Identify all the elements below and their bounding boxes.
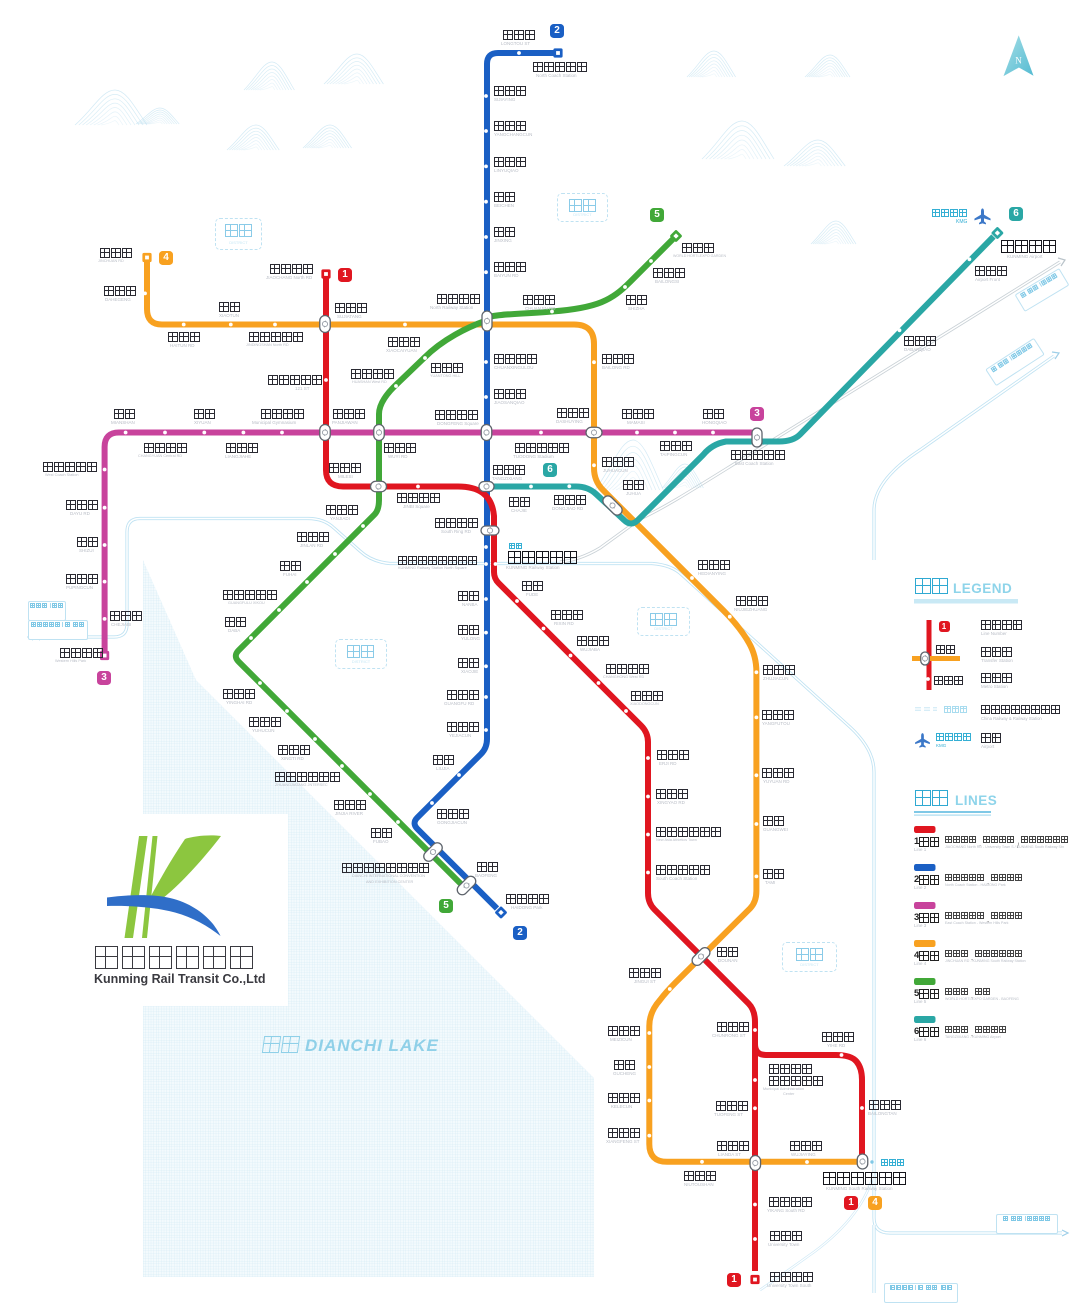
svg-text:N: N <box>1015 56 1022 66</box>
